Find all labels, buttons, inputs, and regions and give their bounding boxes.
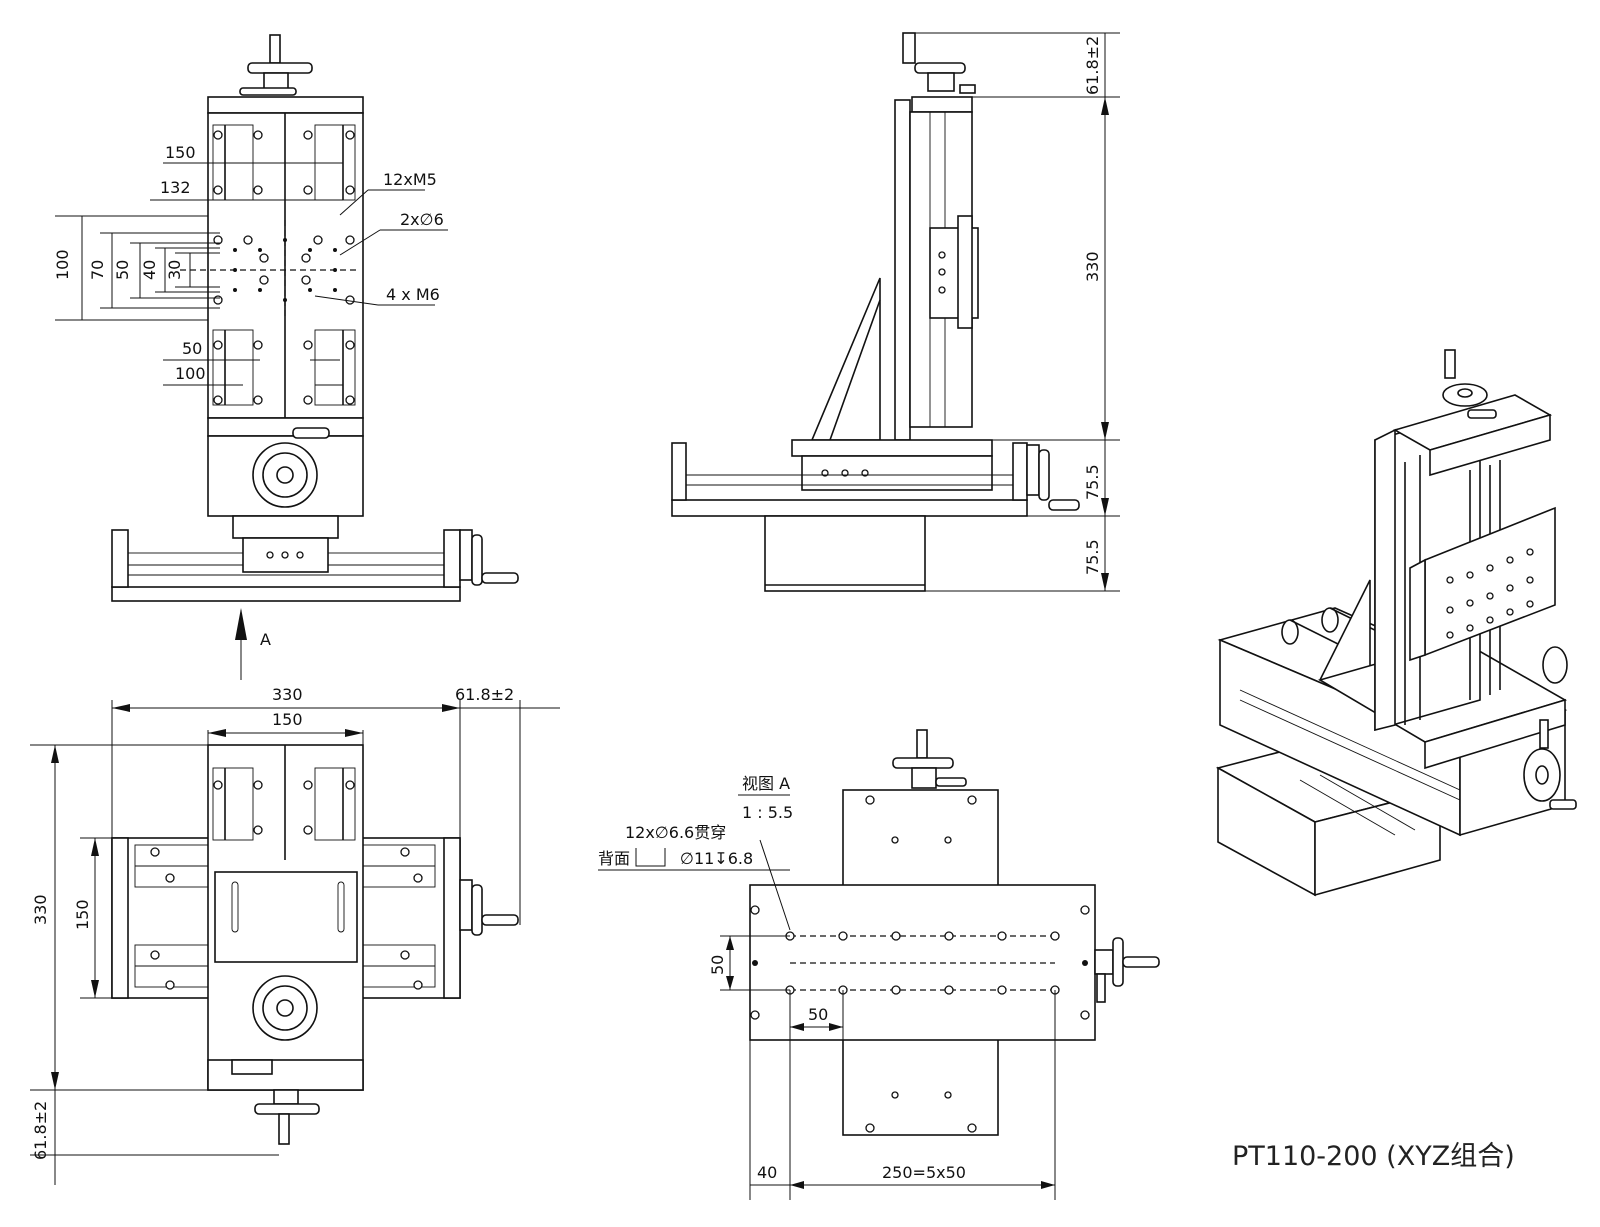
view-a-side-handwheel[interactable] [1094, 937, 1160, 1003]
bottom-view: 330 150 61.8±2 330 150 61.8±2 [30, 685, 560, 1185]
isometric-side-handwheel[interactable] [1523, 646, 1577, 810]
view-a-note1: 12x∅6.6贯穿 [625, 823, 726, 842]
view-a-dim-40: 40 [757, 1163, 777, 1182]
top-view: 150 132 12xM5 2x∅6 4 x M6 100 70 50 40 3… [53, 34, 519, 680]
dim-330-horiz: 330 [272, 685, 303, 704]
dim-50-vert: 50 [113, 260, 132, 280]
view-a-dims [598, 794, 1056, 1200]
bottom-side-handwheel[interactable] [459, 879, 519, 936]
isometric-z-plate [1409, 506, 1556, 662]
view-a-top-handwheel[interactable] [892, 729, 967, 789]
x-base [111, 586, 461, 602]
view-a-label: 视图 A [742, 774, 790, 793]
dim-61.8-bottom-top: 61.8±2 [455, 685, 514, 704]
dim-61.8-side: 61.8±2 [1083, 36, 1102, 95]
view-a-dim-50-horiz: 50 [808, 1005, 828, 1024]
side-right-handwheel[interactable] [1026, 444, 1080, 511]
view-a-note2-prefix: 背面 [598, 849, 630, 868]
dim-75.5-a: 75.5 [1083, 464, 1102, 500]
dim-150-top: 150 [165, 143, 196, 162]
note-12xm5: 12xM5 [383, 170, 437, 189]
bottom-view-dims [30, 700, 560, 1185]
isometric-view [1215, 349, 1577, 897]
view-a-dim-pitch: 250=5x50 [882, 1163, 966, 1182]
side-handwheel-top-view[interactable] [459, 529, 519, 586]
dim-150-vert: 150 [73, 899, 92, 930]
isometric-top-handwheel[interactable] [1442, 349, 1497, 419]
front-handwheel[interactable] [252, 427, 330, 508]
z-plate [207, 96, 364, 114]
dim-100-horiz: 100 [175, 364, 206, 383]
dim-75.5-b: 75.5 [1083, 539, 1102, 575]
view-a-scale: 1 : 5.5 [742, 803, 793, 822]
dim-330-vert: 330 [31, 894, 50, 925]
top-handwheel[interactable] [239, 34, 313, 96]
lower-box [764, 515, 926, 592]
note-4xm6: 4 x M6 [386, 285, 440, 304]
view-a-dim-50-vert: 50 [708, 955, 727, 975]
view-a-note2-suffix: ∅11↧6.8 [680, 849, 753, 868]
dim-330-side: 330 [1083, 251, 1102, 282]
dim-40-vert: 40 [140, 260, 159, 280]
dim-150-horiz: 150 [272, 710, 303, 729]
drawing-title: PT110-200 (XYZ组合) [1232, 1141, 1515, 1172]
bottom-handwheel[interactable] [254, 1089, 320, 1145]
bottom-front-handwheel[interactable] [252, 975, 318, 1041]
gusset [810, 277, 881, 441]
dim-61.8-bottom: 61.8±2 [31, 1101, 50, 1160]
top-view-dims [55, 162, 448, 680]
note-2x6: 2x∅6 [400, 210, 444, 229]
dim-100-vert: 100 [53, 249, 72, 280]
isometric-rods [1281, 607, 1396, 651]
y-carriage [207, 417, 364, 437]
dim-70-vert: 70 [88, 260, 107, 280]
side-view: 61.8±2 330 75.5 75.5 [671, 32, 1120, 592]
dim-132: 132 [160, 178, 191, 197]
z-column [894, 99, 911, 441]
dim-50-horiz: 50 [182, 339, 202, 358]
side-top-handwheel[interactable] [902, 32, 976, 94]
side-view-dims [915, 32, 1120, 592]
view-a: 视图 A 1 : 5.5 12x∅6.6贯穿 背面 ∅11↧6.8 50 50 … [598, 729, 1160, 1200]
dim-30-vert: 30 [165, 260, 184, 280]
view-a-arrow-label: A [260, 630, 271, 649]
x-base-side [671, 499, 1028, 517]
